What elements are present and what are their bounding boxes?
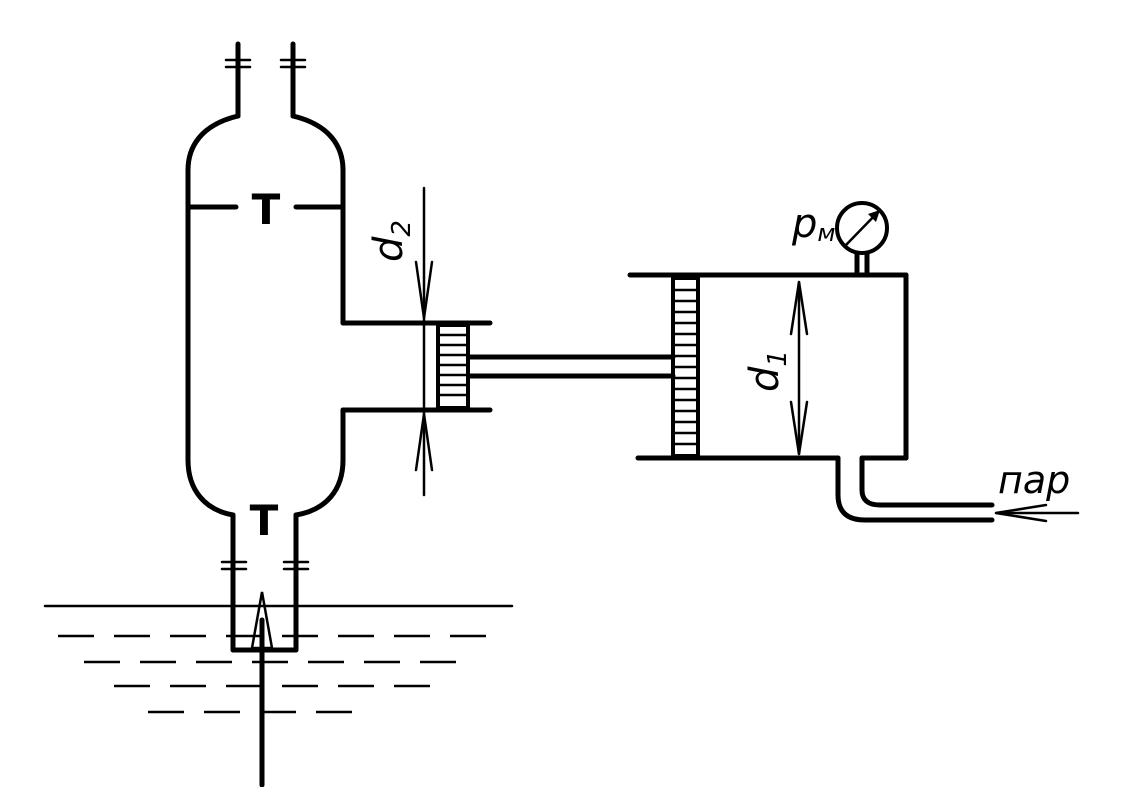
inlet-arrow [250, 591, 274, 787]
small-piston [436, 323, 470, 410]
steam-label: пар [998, 458, 1070, 502]
large-piston-hatch [673, 288, 698, 446]
upper-valve: T [185, 185, 346, 234]
lower-valve-label: T [250, 496, 279, 545]
d1-dimension: d1 [742, 280, 809, 456]
steam-arrow: пар [994, 458, 1080, 523]
d1-label: d1 [742, 350, 793, 392]
gauge-label: pм [791, 201, 836, 247]
lower-valve: T [250, 496, 279, 545]
steam-pipe [835, 455, 995, 523]
small-piston-hatch [438, 333, 468, 397]
water-surface [43, 604, 514, 714]
vessel [185, 41, 493, 653]
d2-label: d2 [366, 220, 417, 262]
large-piston [671, 276, 700, 458]
piston-rod [467, 354, 676, 379]
pressure-gauge: pм [791, 201, 889, 275]
d2-dimension: d2 [366, 186, 434, 497]
upper-valve-label: T [252, 185, 281, 234]
